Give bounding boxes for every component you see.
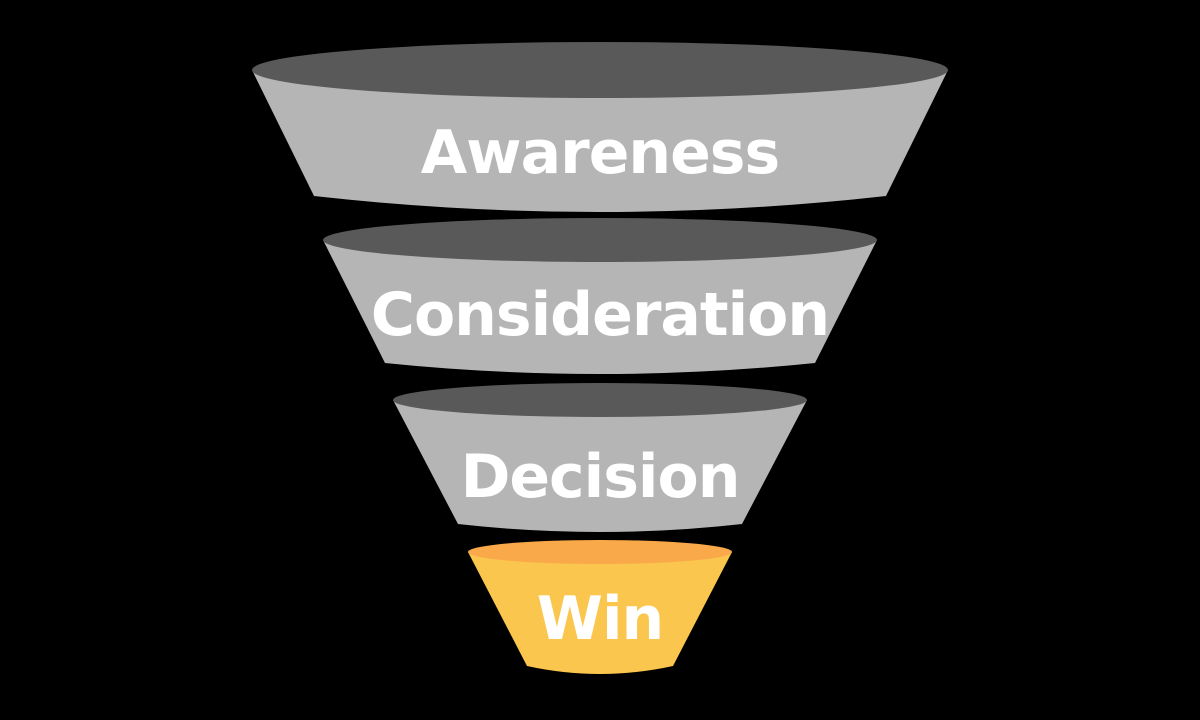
funnel-stage-win-label: Win — [537, 584, 663, 654]
funnel-stage-awareness-top-ellipse — [252, 42, 948, 98]
funnel-stage-decision-label: Decision — [461, 442, 740, 512]
funnel-stage-decision-top-ellipse — [393, 383, 807, 417]
funnel-stage-awareness: Awareness — [252, 42, 948, 212]
funnel-stage-awareness-label: Awareness — [421, 118, 779, 188]
funnel-stage-win: Win — [468, 540, 732, 674]
funnel-stage-decision-body — [393, 400, 807, 532]
funnel-stage-consideration: Consideration — [323, 218, 877, 374]
funnel-stage-win-body — [468, 552, 732, 674]
funnel-stage-awareness-body — [252, 70, 948, 212]
funnel-stage-win-top-ellipse — [468, 540, 732, 564]
funnel-stage-decision: Decision — [393, 383, 807, 532]
funnel-stage-consideration-top-ellipse — [323, 218, 877, 262]
funnel-stage-consideration-body — [323, 240, 877, 374]
funnel-stage-consideration-label: Consideration — [371, 280, 829, 350]
